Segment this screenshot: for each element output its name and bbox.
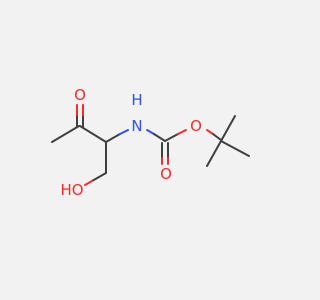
hydroxyl-label: HO	[60, 181, 83, 199]
molecule-structure: O N H O O HO	[51, 86, 250, 199]
bond-alpha-nitrogen-n-part	[119, 129, 129, 135]
nitrogen-label: N	[131, 117, 142, 135]
bond-tbutyl-methyl-bottom	[206, 140, 222, 167]
bond-carbamate-ester-oxygen-part	[177, 129, 187, 135]
bond-ch2-hydroxyl-oxygen-part	[84, 180, 93, 186]
bond-ketone-alpha-carbon	[79, 125, 107, 143]
bond-ch2-hydroxyl-carbon-part	[91, 172, 107, 182]
carbonyl-oxygen-label: O	[160, 165, 172, 183]
bond-ester-tbutyl-carbon-part	[212, 133, 222, 141]
bond-nitrogen-carbamate-carbon-part	[153, 133, 166, 142]
bond-tbutyl-methyl-right	[220, 140, 250, 157]
bond-ester-tbutyl-oxygen-part	[206, 129, 214, 135]
bond-alpha-nitrogen-carbon-part	[105, 133, 121, 143]
ester-oxygen-label: O	[190, 117, 202, 135]
nitrogen-hydrogen-label: H	[131, 91, 142, 109]
ketone-oxygen-label: O	[74, 86, 86, 104]
bond-carbamate-ester-carbon-part	[164, 133, 179, 142]
bond-nitrogen-carbamate-n-part	[146, 129, 155, 135]
bond-methyl-ketone-carbon	[51, 125, 80, 143]
bond-tbutyl-methyl-top	[220, 115, 236, 142]
